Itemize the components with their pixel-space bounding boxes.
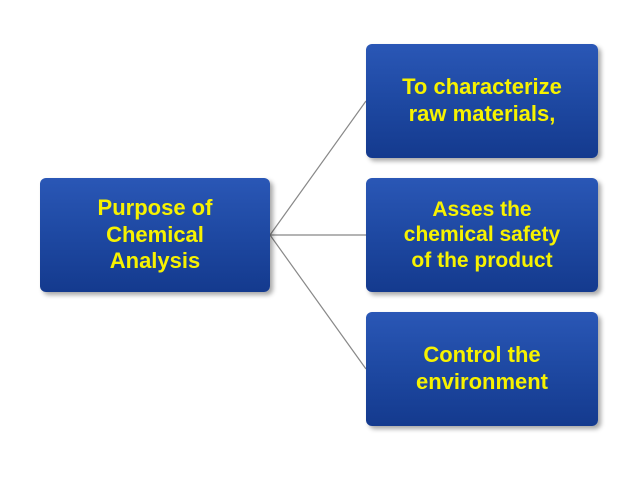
- child-node-line: raw materials,: [408, 101, 556, 126]
- child-node-line: To characterize: [402, 74, 562, 100]
- child-node-control-environment: Control the environment: [366, 312, 598, 426]
- child-node-line: environment: [415, 369, 549, 394]
- child-node-line: of the product: [411, 248, 553, 272]
- child-node-line: chemical safety: [403, 223, 561, 247]
- root-node-line: Purpose of: [97, 194, 213, 220]
- root-node-line: Analysis: [109, 248, 201, 274]
- connector-to-environment: [269, 234, 367, 370]
- child-node-characterize-raw-materials: To characterize raw materials,: [366, 44, 598, 158]
- root-node-line: Chemical: [106, 221, 204, 247]
- connector-to-characterize: [269, 100, 367, 236]
- child-node-line: Asses the: [432, 197, 532, 221]
- root-node-purpose-of-chemical-analysis: Purpose of Chemical Analysis: [40, 178, 270, 292]
- child-node-chemical-safety: Asses the chemical safety of the product: [366, 178, 598, 292]
- child-node-line: Control the: [423, 342, 541, 368]
